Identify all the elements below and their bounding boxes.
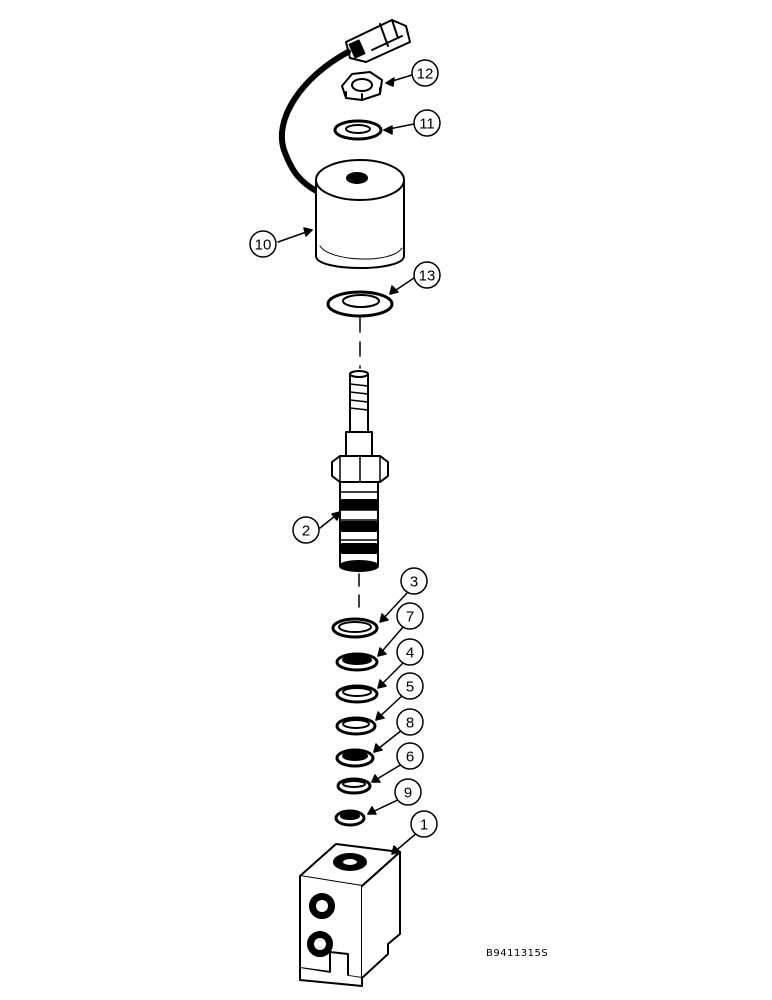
callout-circle-11 xyxy=(413,109,441,137)
callout-label-5: 5 xyxy=(406,679,414,696)
electrical-connector xyxy=(345,19,411,63)
callout-label-11: 11 xyxy=(419,116,435,133)
part-11-washer xyxy=(333,119,383,141)
callout-label-7: 7 xyxy=(406,609,414,626)
callout-label-1: 1 xyxy=(420,817,428,834)
part-13-washer xyxy=(326,290,394,318)
callout-circle-10 xyxy=(249,230,277,258)
callout-label-9: 9 xyxy=(404,785,412,802)
callout-circle-3 xyxy=(400,567,428,595)
callout-circle-4 xyxy=(396,638,424,666)
part-2-cartridge-valve xyxy=(331,370,389,572)
part-7-backup-ring xyxy=(335,652,379,672)
part-12-hex-nut xyxy=(341,71,383,101)
callout-label-12: 12 xyxy=(417,66,434,83)
figure-reference-code: B9411315S xyxy=(486,948,549,959)
callout-circles xyxy=(249,59,441,838)
callout-label-8: 8 xyxy=(406,715,414,732)
callout-circle-13 xyxy=(413,261,441,289)
callout-circle-7 xyxy=(396,602,424,630)
part-9-backup-ring xyxy=(334,809,366,827)
callout-circle-6 xyxy=(396,742,424,770)
part-10-solenoid-coil xyxy=(315,159,405,269)
leader-lines xyxy=(277,74,419,855)
callout-label-13: 13 xyxy=(419,268,436,285)
part-8-backup-ring xyxy=(335,748,375,768)
callout-label-3: 3 xyxy=(410,574,418,591)
part-3-o-ring xyxy=(331,617,379,639)
callout-label-10: 10 xyxy=(255,237,272,254)
callout-label-2: 2 xyxy=(302,523,310,540)
callout-circle-2 xyxy=(292,516,320,544)
callout-label-6: 6 xyxy=(406,749,414,766)
part-6-o-ring xyxy=(336,777,372,795)
callout-circle-9 xyxy=(394,778,422,806)
callout-circle-5 xyxy=(396,672,424,700)
part-1-valve-body xyxy=(299,843,401,987)
callout-label-4: 4 xyxy=(406,645,414,662)
callout-circle-8 xyxy=(396,708,424,736)
wire-harness xyxy=(278,49,351,195)
part-5-o-ring xyxy=(335,716,377,736)
callout-circle-1 xyxy=(410,810,438,838)
callout-circle-12 xyxy=(411,59,439,87)
part-4-o-ring xyxy=(335,684,379,704)
